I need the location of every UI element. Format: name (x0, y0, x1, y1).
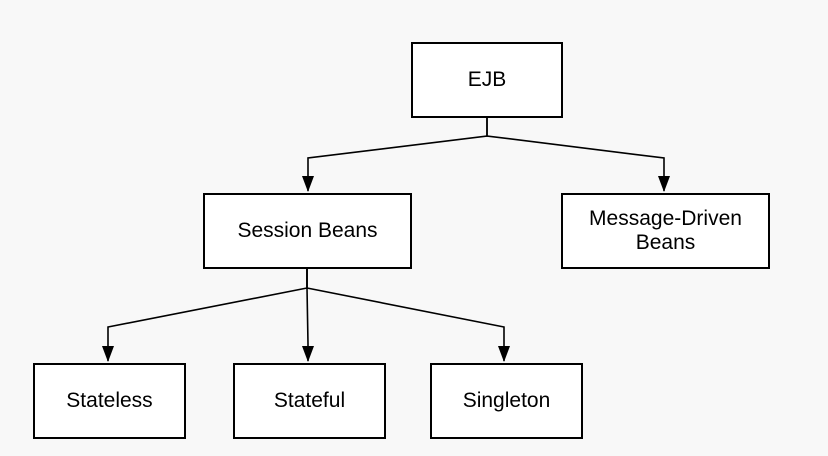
node-singleton-label: Singleton (462, 388, 551, 412)
node-session-beans-label: Session Beans (237, 218, 378, 242)
node-stateless: Stateless (33, 363, 186, 439)
node-ejb-label: EJB (467, 67, 507, 91)
edge-session-beans-singleton (306, 269, 510, 362)
edge-ejb-session-beans (302, 118, 488, 192)
node-session-beans: Session Beans (203, 193, 412, 269)
edge-session-beans-stateless (102, 269, 308, 362)
node-ejb: EJB (411, 42, 563, 118)
node-singleton: Singleton (430, 363, 583, 439)
node-message-driven-beans: Message-Driven Beans (561, 193, 770, 269)
node-stateless-label: Stateless (66, 388, 153, 412)
node-message-driven-beans-label: Message-Driven Beans (589, 206, 742, 254)
node-stateful: Stateful (233, 363, 386, 439)
node-stateful-label: Stateful (273, 388, 346, 412)
edge-ejb-message-driven-beans (486, 118, 670, 192)
